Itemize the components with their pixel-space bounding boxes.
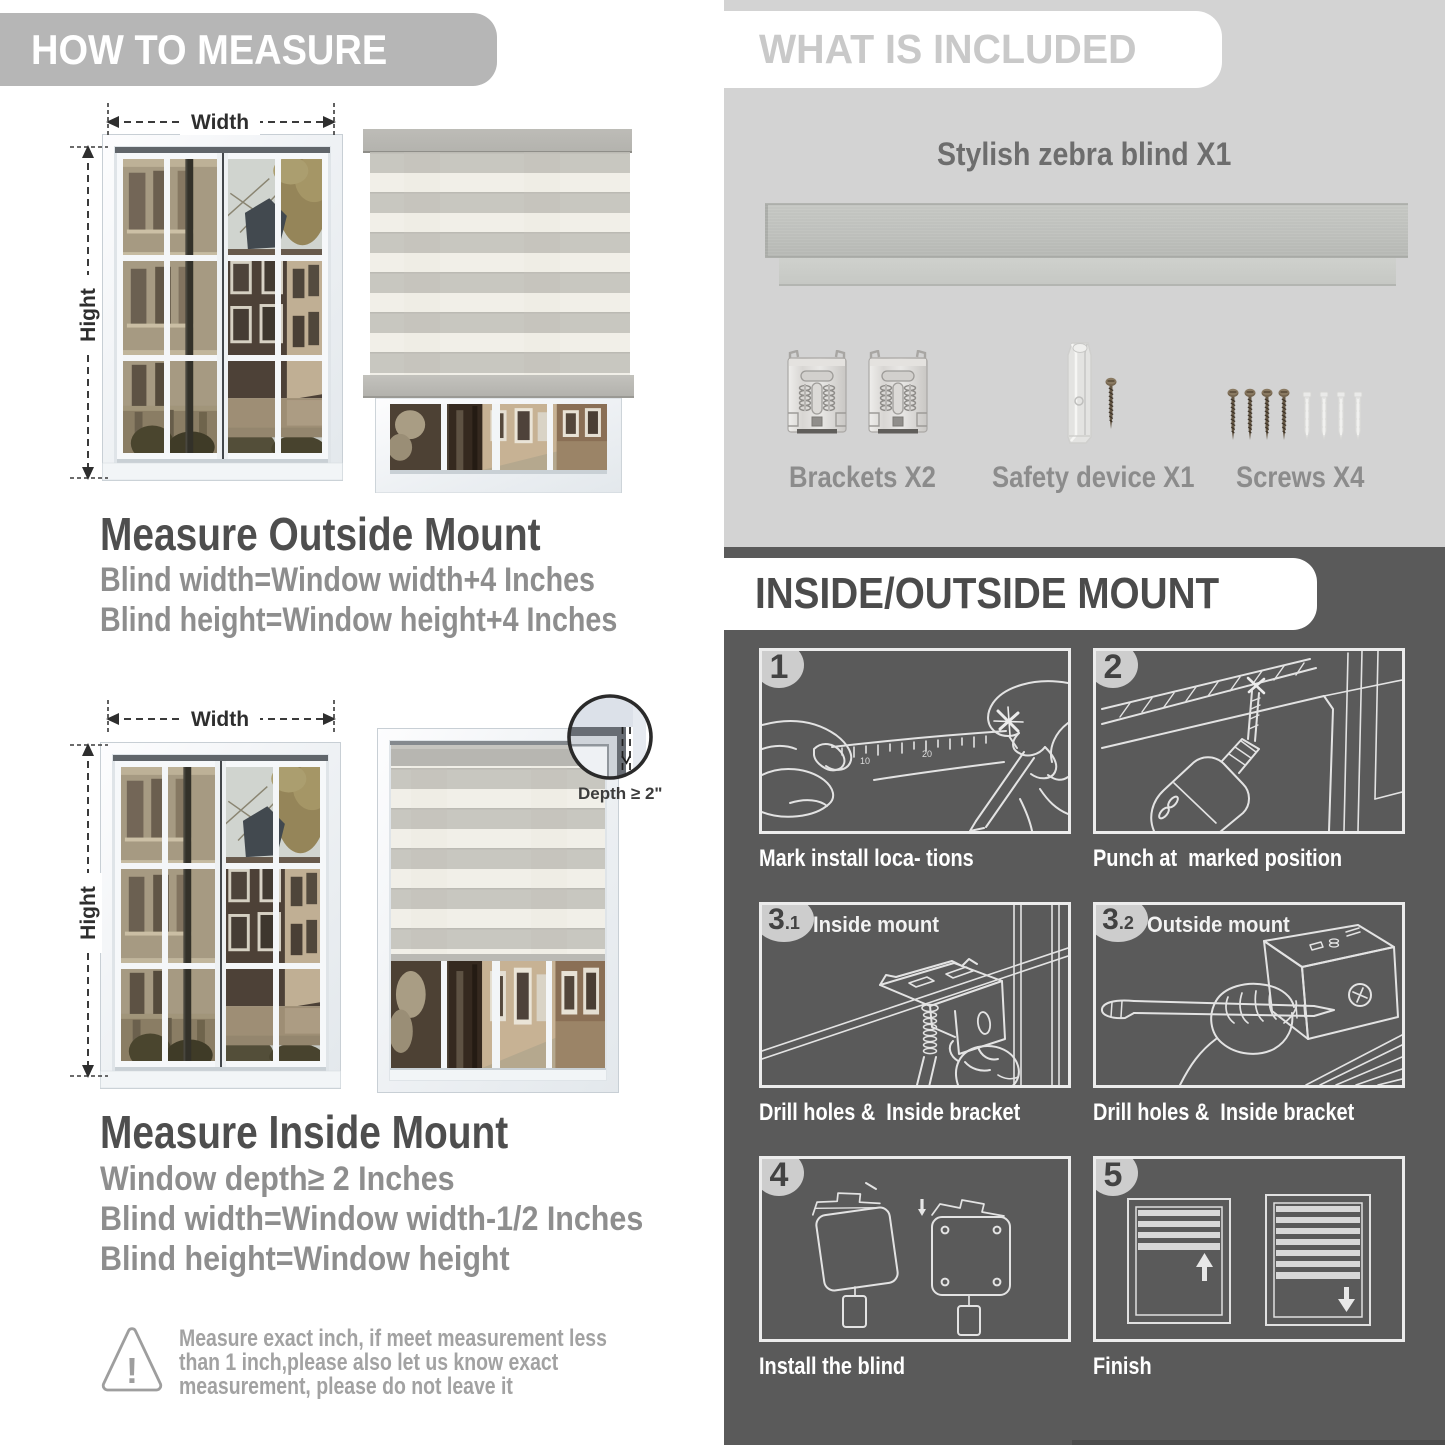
svg-text:Hight: Hight [77,886,100,940]
svg-text:10: 10 [860,756,870,766]
svg-text:Width: Width [191,111,249,134]
svg-text:20: 20 [922,749,932,759]
svg-text:Width: Width [191,708,249,731]
svg-text:Hight: Hight [77,288,100,342]
svg-text:!: ! [126,1350,138,1391]
